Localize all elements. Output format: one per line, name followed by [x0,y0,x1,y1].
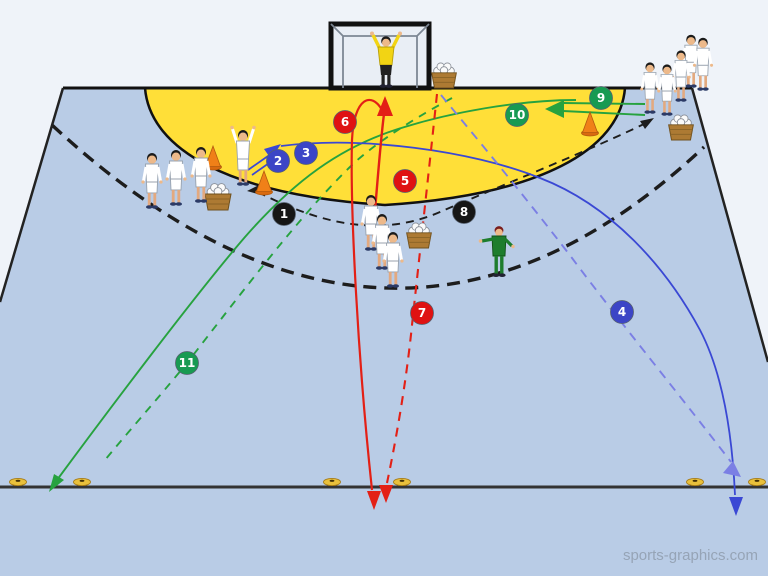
blue-dashed-arrowhead [723,461,741,477]
flat-marker-icon [73,477,91,487]
step-badge-6: 6 [333,110,357,134]
court-floor [0,88,768,576]
step-badge-4: 4 [610,300,634,324]
step-badge-10: 10 [505,103,529,127]
sideline-right [690,87,768,363]
step-badge-9: 9 [589,86,613,110]
flat-marker-icon [686,477,704,487]
step-badge-3: 3 [294,141,318,165]
svg-text:7: 7 [418,306,426,320]
flat-marker-icon [748,477,766,487]
drill-paths [49,93,743,516]
step-badge-2: 2 [266,149,290,173]
step-badges: 1 2 3 4 5 6 7 8 [175,86,634,375]
svg-text:2: 2 [274,154,282,168]
red-shot-arrowhead [377,96,393,116]
flat-marker-icon [9,477,27,487]
step-badge-5: 5 [393,169,417,193]
sideline-left [0,87,65,303]
green-dashed-run-line [104,97,453,461]
svg-text:8: 8 [460,205,468,219]
red-run-arrowhead [367,491,381,510]
red-dashed-arrowhead [379,485,393,503]
six-meter-line [143,87,627,207]
flat-marker-icon [393,477,411,487]
green-long-pass-line [56,99,577,481]
blue-long-pass-line [280,141,736,496]
black-run-arrowhead-right [640,118,654,129]
flat-marker-icon [323,477,341,487]
svg-text:9: 9 [597,91,605,105]
blue-long-pass-arrowhead [729,497,743,516]
svg-text:1: 1 [280,207,288,221]
step-badge-1: 1 [272,202,296,226]
step-badge-7: 7 [410,301,434,325]
svg-text:4: 4 [618,305,626,319]
svg-text:6: 6 [341,115,349,129]
blue-dashed-run-line [440,94,732,463]
red-run-loop-line [350,99,383,491]
svg-text:3: 3 [302,146,310,160]
green-long-pass-arrowhead [49,474,64,492]
black-dashed-run-path [257,123,645,227]
nine-meter-line [50,123,706,290]
step-badge-11: 11 [175,351,199,375]
step-badge-8: 8 [452,200,476,224]
svg-text:5: 5 [401,174,409,188]
green-pass-arrowhead [545,100,564,118]
svg-text:10: 10 [509,108,526,122]
goal-net-lines [330,23,430,88]
svg-text:11: 11 [179,356,196,370]
watermark: sports-graphics.com [623,547,758,564]
